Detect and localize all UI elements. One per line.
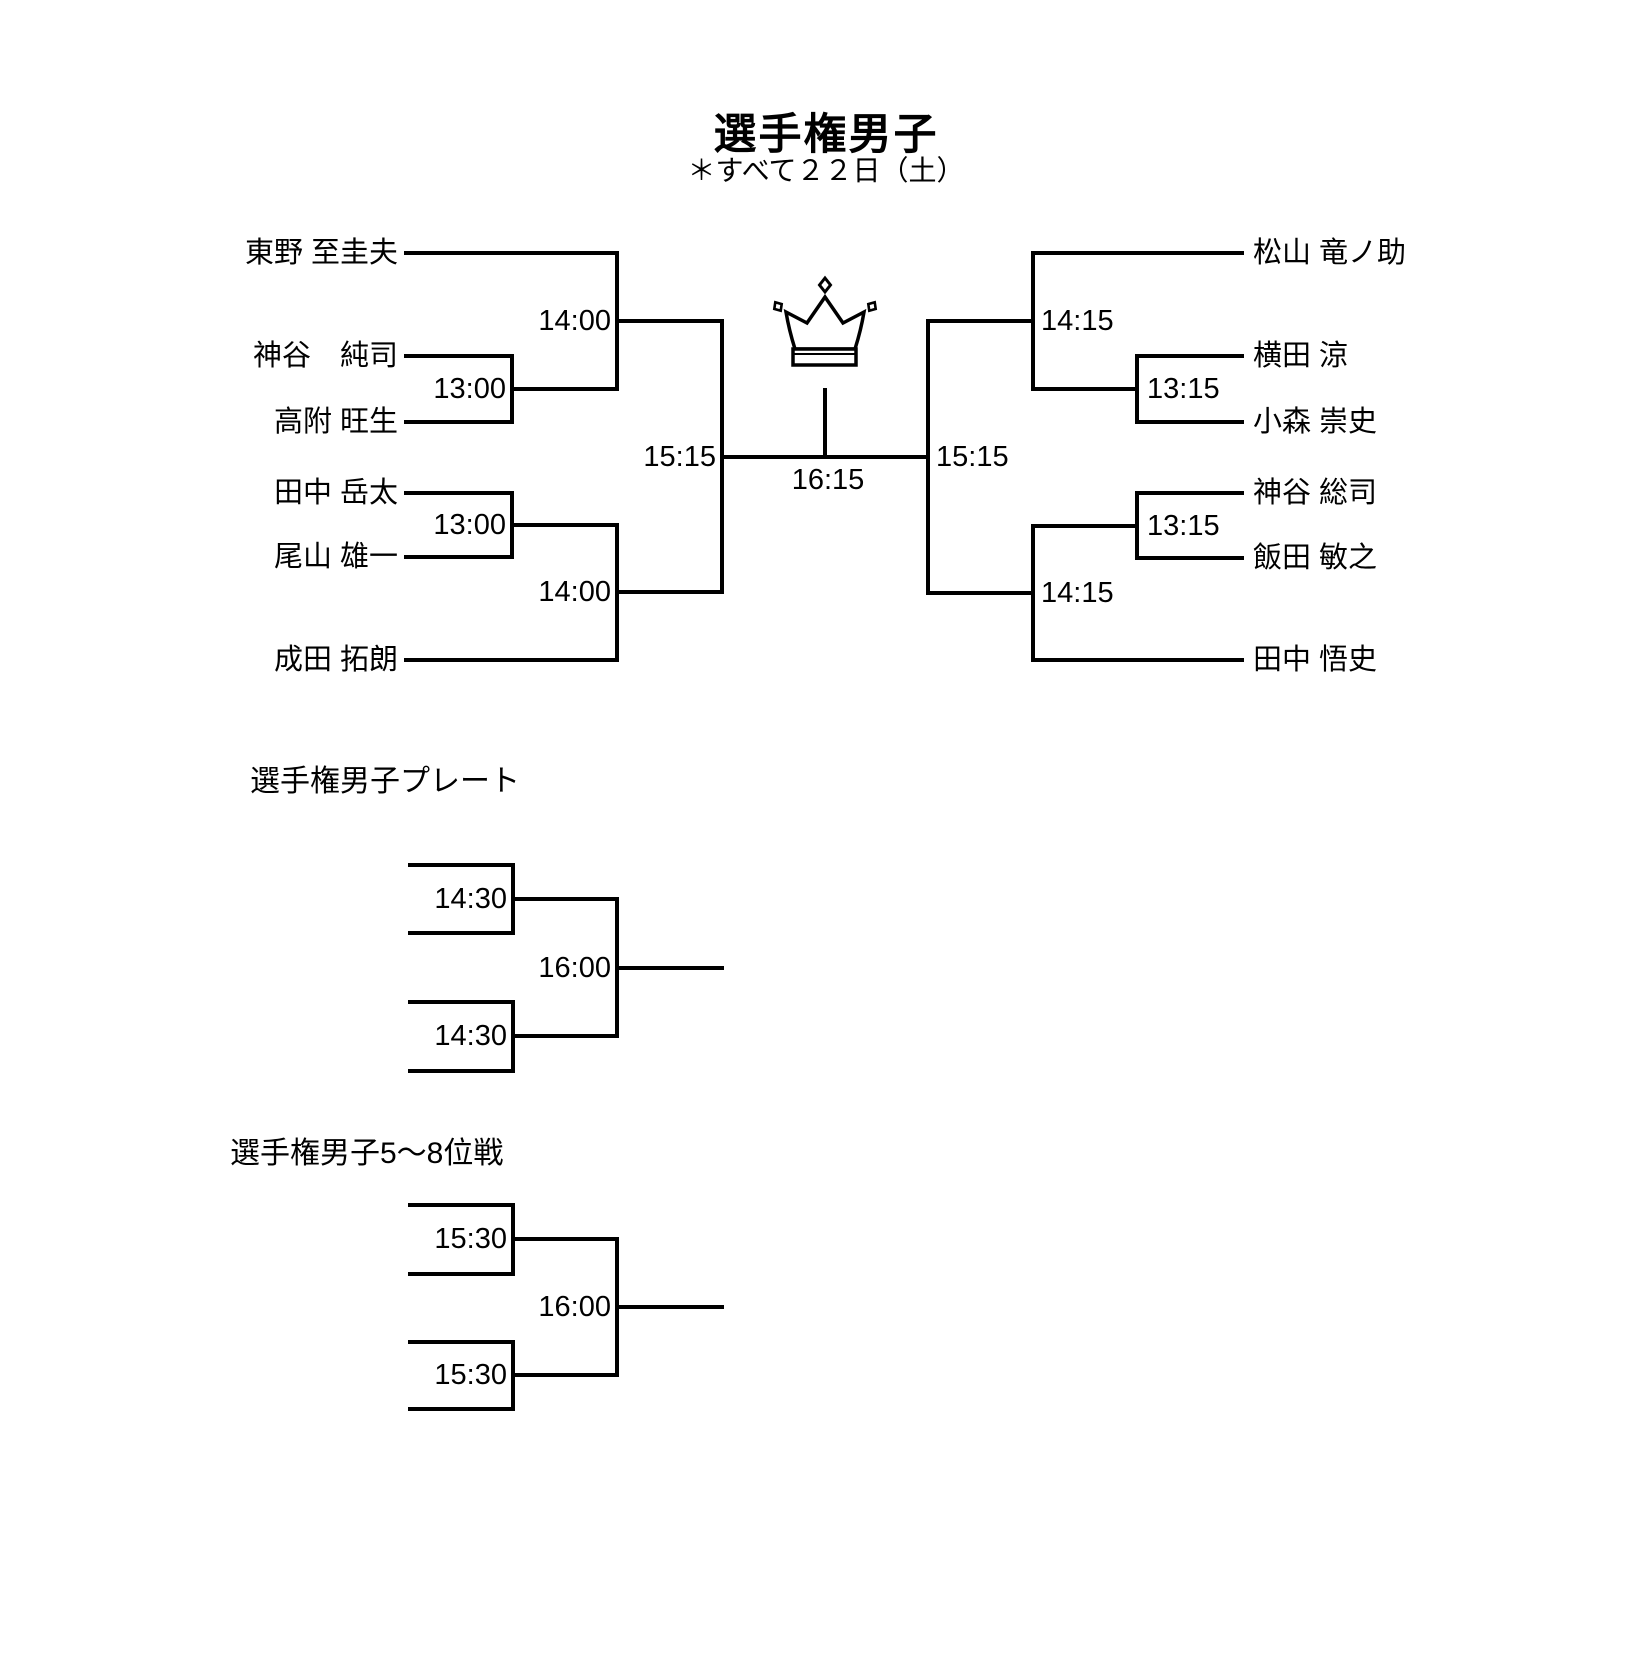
player-right-2: 横田 涼	[1253, 340, 1349, 372]
player-left-4: 田中 岳太	[273, 477, 398, 509]
fifth-place-bracket-lines	[408, 1203, 724, 1411]
time-plate-semi-bottom: 14:30	[434, 1020, 507, 1052]
time-right-round1-bottom: 13:15	[1147, 510, 1220, 542]
player-left-1: 東野 至圭夫	[244, 237, 398, 269]
player-left-3: 高附 旺生	[273, 406, 398, 438]
time-right-semi-top: 14:15	[1041, 305, 1114, 337]
time-right-final: 15:15	[936, 441, 1009, 473]
fifth-place-heading: 選手権男子5〜8位戦	[230, 1137, 504, 1170]
plate-heading: 選手権男子プレート	[250, 765, 520, 798]
time-left-semi-top: 14:00	[538, 305, 611, 337]
player-right-3: 小森 崇史	[1253, 406, 1378, 438]
time-right-round1-top: 13:15	[1147, 373, 1220, 405]
time-left-round1-bottom: 13:00	[433, 509, 506, 541]
time-fifth-final: 16:00	[538, 1291, 611, 1323]
player-right-5: 飯田 敏之	[1253, 542, 1378, 574]
time-championship: 16:15	[791, 464, 865, 496]
time-plate-semi-top: 14:30	[434, 883, 507, 915]
player-right-6: 田中 悟史	[1253, 644, 1378, 676]
time-left-semi-bottom: 14:00	[538, 576, 611, 608]
player-left-2: 神谷 純司	[252, 340, 398, 372]
player-right-4: 神谷 総司	[1253, 477, 1378, 509]
crown-icon	[772, 275, 878, 367]
plate-bracket-lines	[408, 863, 724, 1073]
time-fifth-semi-top: 15:30	[434, 1223, 507, 1255]
time-fifth-semi-bottom: 15:30	[434, 1359, 507, 1391]
time-left-round1-top: 13:00	[433, 373, 506, 405]
time-plate-final: 16:00	[538, 952, 611, 984]
time-right-semi-bottom: 14:15	[1041, 577, 1114, 609]
player-left-5: 尾山 雄一	[273, 541, 398, 573]
player-left-6: 成田 拓朗	[273, 644, 398, 676]
time-left-final: 15:15	[643, 441, 716, 473]
schedule-note: ＊すべて２２日（土）	[687, 155, 965, 186]
main-bracket-lines	[404, 251, 1244, 662]
page-title: 選手権男子	[713, 111, 939, 159]
player-right-1: 松山 竜ノ助	[1253, 237, 1407, 269]
